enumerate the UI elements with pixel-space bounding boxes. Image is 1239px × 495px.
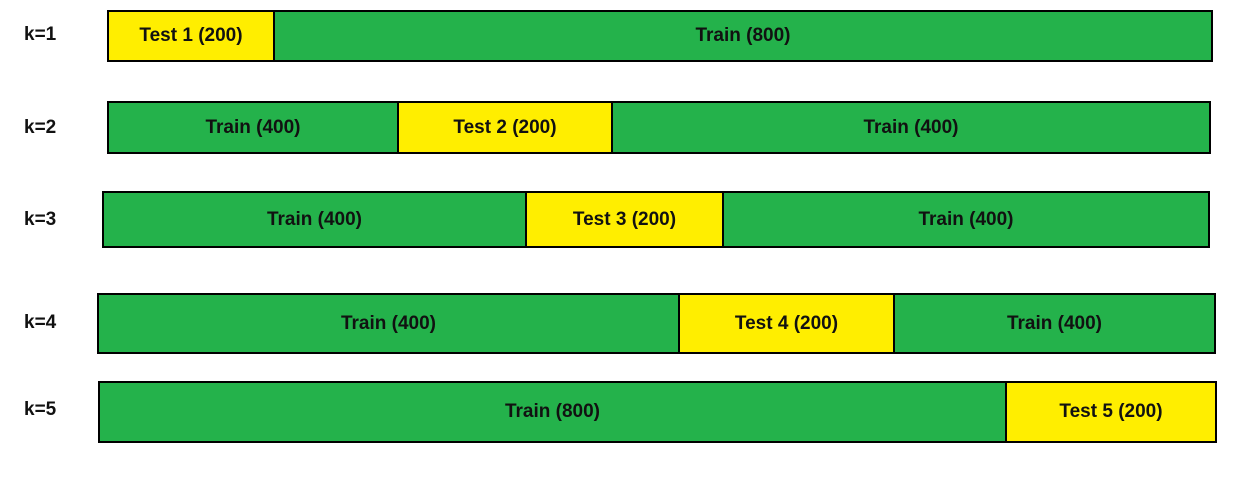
train-segment: Train (400) [722, 193, 1208, 246]
train-segment: Train (400) [104, 193, 525, 246]
fold-bar: Train (400) Test 4 (200) Train (400) [97, 293, 1216, 354]
train-segment: Train (400) [109, 103, 397, 152]
fold-label: k=4 [24, 312, 57, 333]
test-segment: Test 3 (200) [525, 193, 722, 246]
train-segment: Train (800) [100, 383, 1005, 441]
test-segment: Test 2 (200) [397, 103, 611, 152]
fold-label: k=1 [24, 24, 57, 45]
fold-label: k=5 [24, 399, 57, 420]
fold-bar: Test 1 (200) Train (800) [107, 10, 1213, 62]
train-segment: Train (400) [611, 103, 1209, 152]
train-segment: Train (400) [893, 295, 1214, 352]
test-segment: Test 4 (200) [678, 295, 893, 352]
fold-bar: Train (800) Test 5 (200) [98, 381, 1217, 443]
train-segment: Train (800) [273, 12, 1211, 60]
test-segment: Test 5 (200) [1005, 383, 1215, 441]
fold-bar: Train (400) Test 2 (200) Train (400) [107, 101, 1211, 154]
train-segment: Train (400) [99, 295, 678, 352]
fold-label: k=3 [24, 209, 57, 230]
fold-bar: Train (400) Test 3 (200) Train (400) [102, 191, 1210, 248]
fold-label: k=2 [24, 117, 57, 138]
test-segment: Test 1 (200) [109, 12, 273, 60]
